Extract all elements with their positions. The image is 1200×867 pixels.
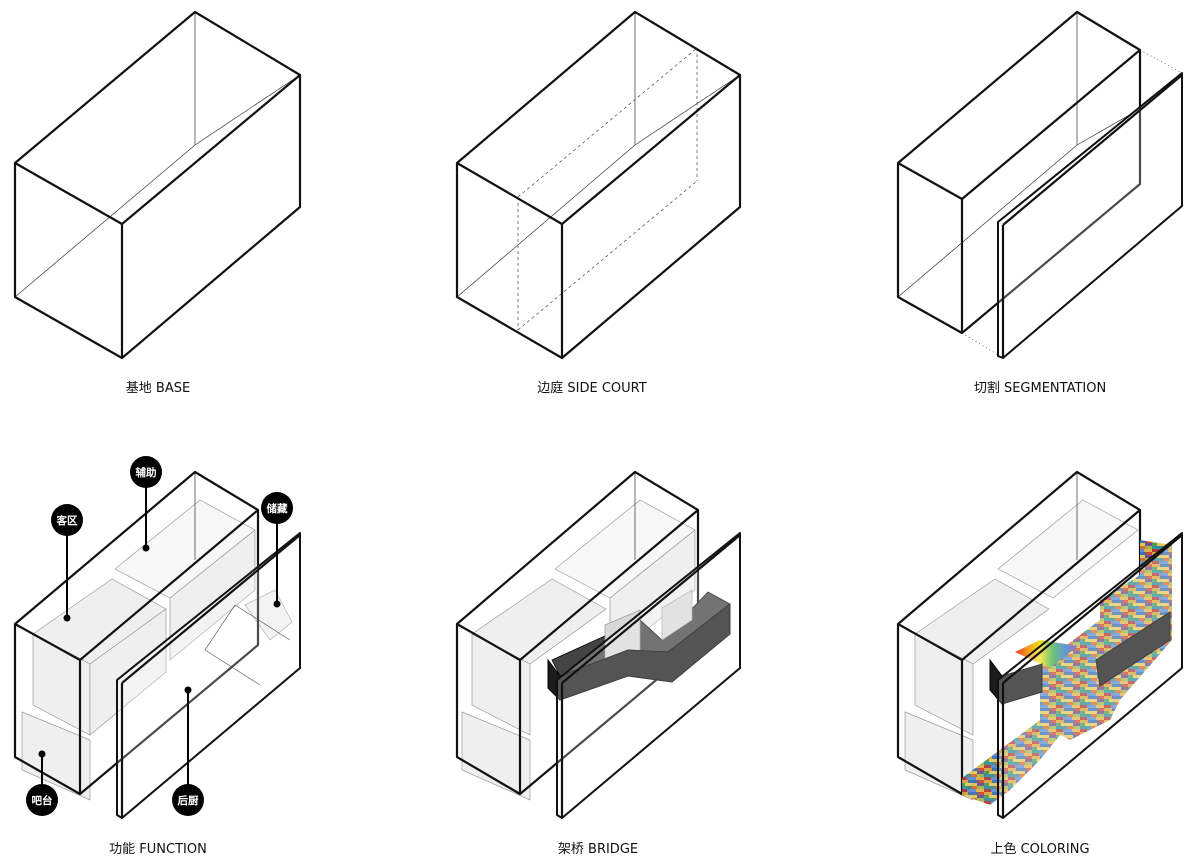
- caption-base: 基地 BASE: [126, 381, 190, 396]
- caption-function: 功能 FUNCTION: [109, 842, 207, 857]
- label-storage: 储藏: [261, 492, 293, 608]
- back-kitchen-bubble: [172, 784, 204, 816]
- storage-bubble: [261, 492, 293, 524]
- panel-segmentation: 切割 SEGMENTATION: [896, 10, 1183, 396]
- caption-bridge: 架桥 BRIDGE: [558, 842, 638, 857]
- label-bar: 吧台: [26, 750, 58, 816]
- function-box: [13, 470, 301, 819]
- panel-side-court: 边庭 SIDE COURT: [455, 10, 742, 396]
- guest-area-bubble: [51, 504, 83, 536]
- panel-function: 客区 辅助 储藏 吧台 后厨 功能 FUNCTION: [13, 456, 301, 857]
- bar-bubble: [26, 784, 58, 816]
- storage-label: 储藏: [267, 502, 288, 515]
- room-storage: [244, 589, 293, 641]
- caption-segmentation: 切割 SEGMENTATION: [974, 380, 1106, 396]
- mosaic-surface: [1040, 540, 1172, 745]
- bar-label: 吧台: [32, 794, 53, 807]
- label-guest-area: 客区: [51, 504, 83, 622]
- coloring-box: [896, 470, 1183, 819]
- bridge-box: [455, 470, 741, 819]
- rainbow-strip: [1015, 640, 1078, 668]
- back-kitchen-label: 后厨: [178, 794, 199, 807]
- panel-base: 基地 BASE: [13, 10, 302, 396]
- panel-bridge: 架桥 BRIDGE: [455, 470, 741, 857]
- panel-coloring: 上色 COLORING: [896, 470, 1183, 857]
- guest-area-label: 客区: [56, 514, 78, 527]
- auxiliary-bubble: [130, 456, 162, 488]
- mosaic-lower: [962, 720, 1060, 805]
- segmentation-box: [896, 10, 1183, 359]
- label-back-kitchen: 后厨: [172, 686, 204, 816]
- label-auxiliary: 辅助: [130, 456, 162, 552]
- side-court-box: [455, 10, 742, 360]
- auxiliary-label: 辅助: [136, 466, 157, 479]
- base-box: [13, 10, 302, 360]
- caption-side-court: 边庭 SIDE COURT: [537, 380, 646, 396]
- caption-coloring: 上色 COLORING: [990, 841, 1089, 857]
